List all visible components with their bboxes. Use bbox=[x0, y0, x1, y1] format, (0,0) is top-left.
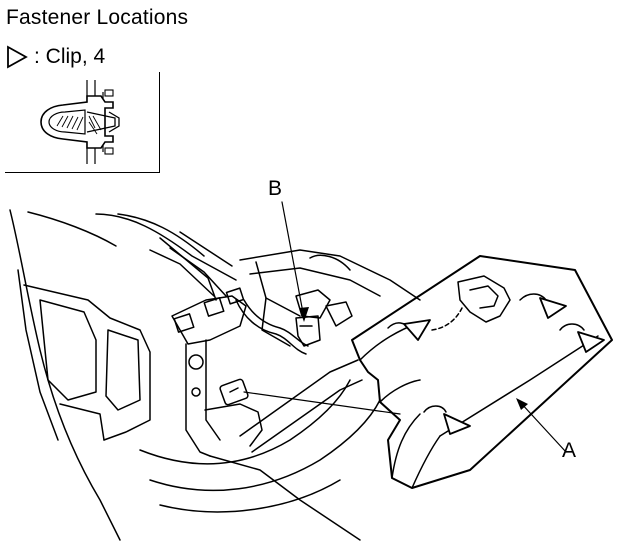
page-title: Fastener Locations bbox=[6, 6, 189, 29]
clip-markers bbox=[403, 297, 605, 435]
clip-detail-inset bbox=[5, 72, 160, 173]
callout-a: A bbox=[562, 439, 577, 462]
clip-marker-2 bbox=[539, 297, 567, 319]
part-b-harness bbox=[235, 299, 321, 355]
vehicle-body-structure bbox=[9, 209, 421, 541]
legend-label: : Clip, 4 bbox=[34, 45, 106, 68]
callout-b: B bbox=[268, 177, 283, 200]
clip-marker-4 bbox=[443, 413, 471, 435]
leader-lines bbox=[243, 201, 567, 453]
clip-marker-1 bbox=[403, 319, 431, 341]
clip-marker-3 bbox=[577, 331, 605, 353]
clip-cross-section-icon bbox=[40, 80, 120, 164]
legend: : Clip, 4 bbox=[6, 44, 105, 70]
clip-triangle-icon bbox=[7, 45, 28, 69]
